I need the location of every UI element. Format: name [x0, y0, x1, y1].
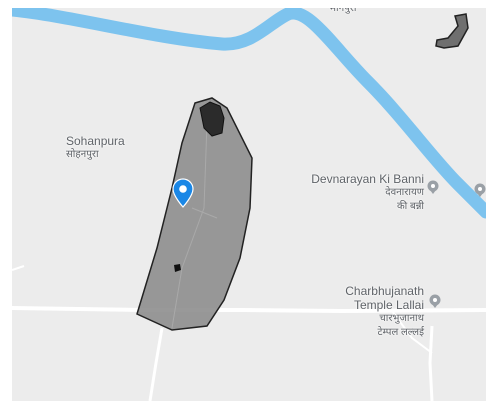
road-south-left: [148, 327, 164, 401]
road-branch: [391, 310, 433, 354]
top-place-label: मानपुरा: [330, 8, 357, 14]
road-south-right: [428, 325, 434, 401]
place-sohanpura[interactable]: Sohanpura सोहनपुरा: [66, 134, 125, 160]
river: [12, 8, 486, 219]
track-left: [12, 265, 25, 271]
poi-pin-icon[interactable]: [428, 294, 442, 308]
poi-pin-icon[interactable]: [473, 183, 486, 197]
main-road: [12, 306, 486, 314]
map-canvas: [12, 8, 486, 401]
map-view[interactable]: मानपुरा Sohanpura सोहनपुरा Devnarayan Ki…: [12, 8, 486, 401]
place-devnarayan[interactable]: Devnarayan Ki Banni देवनारायण की बन्नी: [311, 172, 424, 212]
place-charbhujanath[interactable]: Charbhujanath Temple Lallai चारभुजानाथ ट…: [345, 284, 424, 338]
poi-pin-icon[interactable]: [426, 180, 440, 194]
map-marker-icon[interactable]: [172, 178, 194, 208]
parcel-dark-spot: [174, 264, 181, 272]
top-right-parcel-icon: [435, 13, 469, 49]
parcel-outline-icon[interactable]: [136, 97, 253, 331]
parcel-track: [171, 122, 208, 329]
parcel-track-branch: [191, 207, 218, 219]
parcel-dark-area: [199, 101, 225, 137]
